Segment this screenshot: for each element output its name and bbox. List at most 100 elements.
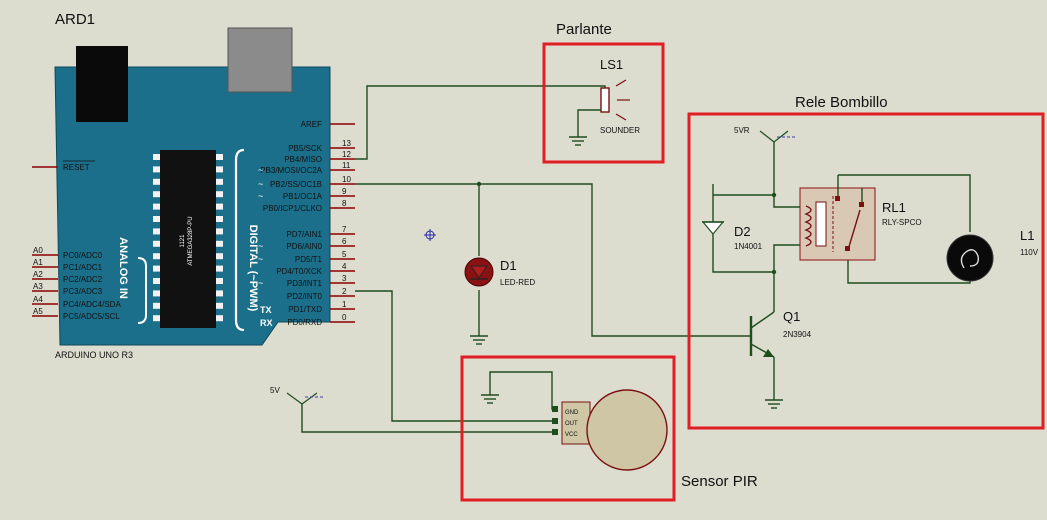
relay-contact: [845, 246, 850, 251]
parlante-highlight-box: [542, 42, 665, 164]
digital-pin-name: PD3/INT1: [287, 279, 323, 288]
chip-pin: [216, 228, 223, 235]
speaker-ref: LS1: [600, 57, 623, 72]
analog-bracket: [137, 257, 147, 324]
led-icon: [470, 265, 488, 279]
pir-pin-out: [552, 418, 558, 424]
chip-code: 1121: [180, 234, 186, 248]
pir-out-label: OUT: [565, 421, 578, 427]
pir-connector: [561, 401, 591, 445]
chip-pin: [153, 302, 160, 309]
supply-5v-terminal: [286, 392, 318, 405]
analog-pin-number: A4: [33, 295, 43, 304]
lamp-ref: L1: [1020, 228, 1034, 243]
transistor-collector: [750, 311, 775, 329]
digital-pin-name: PB0/ICP1/CLKO: [263, 204, 322, 213]
digital-pin-number: 6: [342, 237, 347, 246]
supply-5v-label: 5V: [270, 386, 280, 395]
wire-diode-bottom: [712, 240, 774, 273]
digital-pin-number: 1: [342, 300, 347, 309]
chip-pin: [216, 240, 223, 247]
digital-pins: PB5/SCK13PB4/MISO12PB3/MOSI/OC2A11~PB2/S…: [258, 139, 355, 327]
wire-pin2-pir: [355, 290, 556, 422]
wire-5vr-coil: [773, 142, 800, 208]
analog-pins: PC0/ADC0A0PC1/ADC1A1PC2/ADC2A2PC3/ADC3A3…: [32, 246, 121, 321]
pwm-tilde: ~: [258, 278, 263, 288]
chip-pin: [153, 253, 160, 260]
wire-relay-lamp-top: [838, 174, 971, 232]
digital-pin-number: 13: [342, 139, 351, 148]
tx-label: TX: [260, 305, 272, 315]
chip-pin: [216, 253, 223, 260]
analog-pin-number: A5: [33, 307, 43, 316]
rele-highlight-box: [687, 112, 1045, 430]
analog-title: ANALOG IN: [117, 237, 129, 299]
chip-pin: [216, 178, 223, 185]
diode-icon[interactable]: [701, 221, 725, 235]
wire-pir-gnd: [489, 371, 556, 410]
chip-pin: [216, 216, 223, 222]
analog-pin-name: PC3/ADC3: [63, 287, 103, 296]
chip-pin: [216, 166, 223, 173]
analog-pin-number: A2: [33, 270, 43, 279]
pwm-tilde: ~: [258, 191, 263, 201]
junction-diode-top: [771, 192, 777, 198]
arduino-ref: ARD1: [55, 11, 95, 28]
chip-pin: [216, 191, 223, 198]
chip-pin: [153, 203, 160, 210]
analog-pin-name: PC1/ADC1: [63, 263, 103, 272]
sound-wave-3: [615, 113, 627, 121]
analog-pin-number: A0: [33, 246, 43, 255]
chip-pin: [153, 154, 160, 160]
digital-pin-name: PD1/TXD: [288, 305, 322, 314]
digital-pin-name: PD2/INT0: [287, 292, 323, 301]
chip-pin: [153, 265, 160, 272]
rele-title: Rele Bombillo: [795, 94, 888, 111]
speaker-icon[interactable]: [600, 87, 610, 113]
relay-coil-core: [815, 201, 827, 247]
chip-pin: [216, 315, 223, 322]
digital-pin-number: 3: [342, 274, 347, 283]
transistor-ref: Q1: [783, 309, 800, 324]
digital-pin-name: PB2/SS/OC1B: [270, 180, 322, 189]
relay-ref: RL1: [882, 200, 906, 215]
chip-pin: [153, 315, 160, 322]
chip-pin: [216, 278, 223, 284]
chip-pin: [216, 203, 223, 210]
transistor-arrow-icon: [763, 349, 774, 357]
atmega-chip: [160, 150, 216, 328]
digital-pin-name: PB4/MISO: [284, 155, 322, 164]
parlante-title: Parlante: [556, 21, 612, 38]
digital-pin-number: 11: [342, 161, 351, 170]
chip-pin: [216, 302, 223, 309]
reset-label: RESET: [63, 163, 90, 172]
digital-pin-number: 2: [342, 287, 347, 296]
lamp-icon[interactable]: [946, 234, 994, 282]
digital-pin-name: PD0/RXD: [287, 318, 322, 327]
chip-pin: [216, 265, 223, 272]
digital-pin-number: 12: [342, 150, 351, 159]
digital-pin-number: 8: [342, 199, 347, 208]
digital-pin-name: PD5/T1: [295, 255, 323, 264]
digital-pin-number: 9: [342, 187, 347, 196]
digital-pin-name: PB3/MOSI/OC2A: [260, 166, 322, 175]
rx-label: RX: [260, 318, 273, 328]
analog-pin-number: A1: [33, 258, 43, 267]
arduino-model: ARDUINO UNO R3: [55, 350, 133, 360]
relay-contact: [859, 202, 864, 207]
digital-pin-name: PB1/OC1A: [283, 192, 323, 201]
relay-switch-icon: [847, 209, 861, 251]
digital-pin-number: 5: [342, 250, 347, 259]
analog-pin-name: PC2/ADC2: [63, 275, 103, 284]
digital-pin-name: PB5/SCK: [288, 144, 322, 153]
digital-pin-name: PD7/AIN1: [286, 230, 322, 239]
led-ref: D1: [500, 258, 517, 273]
chip-pin: [153, 191, 160, 198]
pir-sensor-dome[interactable]: [586, 389, 668, 471]
supply-5vr-label: 5VR: [734, 126, 750, 135]
digital-title: DIGITAL (~PWM): [247, 225, 259, 312]
pir-title: Sensor PIR: [681, 473, 758, 490]
chip-pin: [153, 228, 160, 235]
